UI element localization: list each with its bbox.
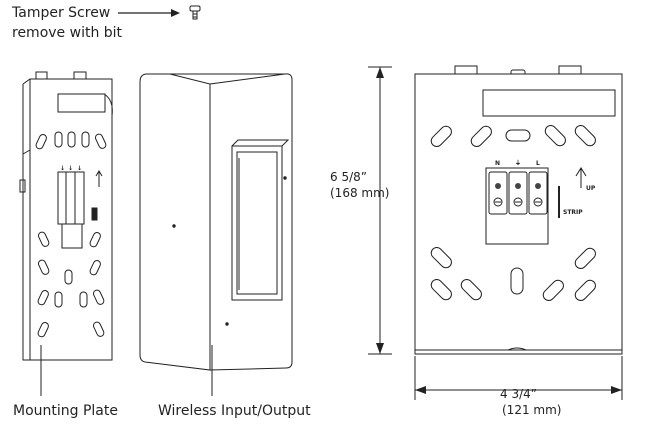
terminal-neutral-label: N (495, 160, 500, 167)
arrow-right-icon (171, 9, 180, 17)
mounting-plate-label: Mounting Plate (13, 403, 118, 419)
terminal-line-label: L (536, 160, 540, 167)
front-plate-drawing: N ⏚ L UP STRIP (414, 65, 623, 355)
wireless-io-label: Wireless Input/Output (158, 403, 311, 419)
screw-icon (189, 5, 201, 20)
wireless-io-housing-drawing (139, 73, 293, 396)
tamper-screw-sublabel: remove with bit (12, 25, 123, 41)
strip-label: STRIP (563, 209, 583, 216)
height-dimension-line (368, 66, 392, 355)
up-label: UP (586, 185, 596, 192)
tamper-screw-callout (118, 5, 201, 20)
svg-text:↓: ↓ (60, 165, 65, 172)
width-dimension-line (414, 356, 623, 400)
tamper-screw-label: Tamper Screw (12, 5, 111, 21)
height-dimension-mm: (168 mm) (330, 186, 390, 200)
svg-text:↓: ↓ (68, 165, 73, 172)
height-dimension-inches: 6 5/8” (330, 170, 367, 184)
ground-icon: ⏚ (515, 160, 521, 167)
arrow-up-icon (95, 170, 103, 187)
mounting-plate-drawing: ↓ ↓ ↓ (19, 71, 113, 396)
svg-text:↓: ↓ (77, 165, 82, 172)
width-dimension-mm: (121 mm) (502, 403, 562, 417)
arrow-up-icon (575, 167, 587, 188)
